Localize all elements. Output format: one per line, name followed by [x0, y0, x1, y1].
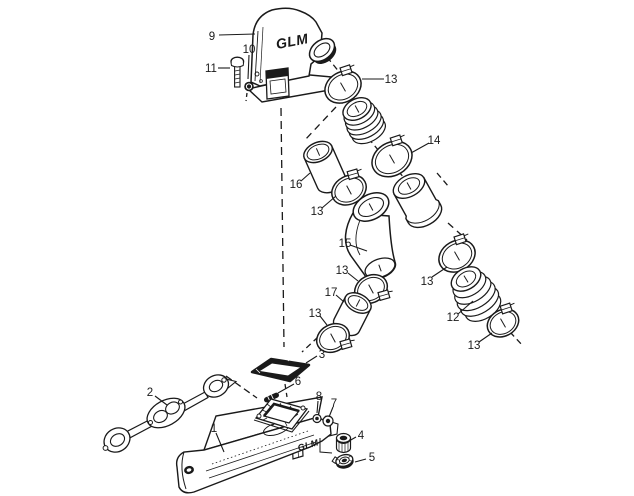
fitting-4 [335, 432, 352, 454]
hose-clamp-right-upper [438, 233, 476, 273]
alignment-dashes [225, 56, 524, 434]
manifold-gasket-2 [102, 374, 238, 453]
callout-15: 15 [339, 238, 352, 250]
callout-5: 5 [369, 452, 375, 464]
callout-9: 9 [209, 31, 215, 43]
callout-13d: 13 [309, 308, 322, 320]
nut-7 [322, 415, 334, 427]
hose-clamp-right-lower [486, 302, 520, 338]
callout-13a: 13 [385, 74, 398, 86]
callout-6: 6 [295, 376, 301, 388]
callout-10: 10 [243, 44, 256, 56]
callout-14: 14 [428, 135, 441, 147]
callout-7: 7 [331, 398, 337, 410]
hose-clamp-top [324, 64, 362, 104]
callout-13e: 13 [421, 276, 434, 288]
callout-4: 4 [358, 430, 365, 442]
callout-1: 1 [211, 423, 217, 435]
callout-leader-lines [154, 33, 493, 463]
callout-11: 11 [205, 63, 217, 75]
callout-17: 17 [325, 287, 338, 299]
hose-clamp-14 [371, 134, 413, 178]
callout-labels: 1 2 3 4 5 6 7 8 9 10 11 12 13 13 13 13 1… [147, 31, 481, 464]
mounting-bolt [230, 56, 245, 88]
fitting-5 [331, 453, 354, 469]
callout-13c: 13 [336, 265, 349, 277]
callout-13f: 13 [468, 340, 481, 352]
riser-mount-pad [253, 398, 310, 433]
hose-clamp-left-middle [353, 273, 393, 305]
callout-16: 16 [290, 179, 303, 191]
alignment-corner-mark [319, 438, 333, 454]
callout-12: 12 [447, 312, 460, 324]
hose-clamp-left-upper [331, 168, 367, 206]
exhaust-tube-16 [303, 140, 347, 194]
exhaust-tube-right [392, 172, 443, 229]
exhaust-manifold-1: GLM [175, 396, 339, 494]
callout-13b: 13 [311, 206, 324, 218]
elbow-gasket-3 [250, 356, 311, 383]
washer-8 [312, 413, 322, 424]
callout-3: 3 [319, 349, 325, 361]
bellows-hose-upper [342, 97, 386, 145]
callout-2: 2 [147, 387, 153, 399]
lock-nut [244, 81, 254, 92]
callout-8: 8 [316, 391, 322, 403]
hose-clamp-left-lower [315, 322, 355, 354]
glm-logo-elbow: GLM [275, 30, 310, 52]
exhaust-elbow: GLM [246, 7, 344, 103]
elbow-outlet [308, 37, 337, 64]
bellows-hose-12 [450, 266, 502, 322]
